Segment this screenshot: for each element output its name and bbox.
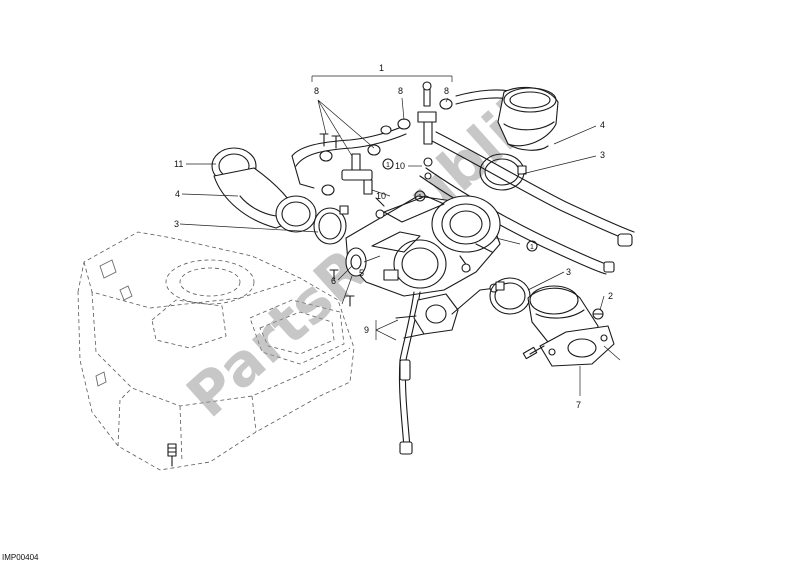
callout-8-b: 8	[398, 86, 403, 96]
fitting-t-upper	[417, 81, 437, 180]
manifold-screw	[592, 308, 604, 320]
intake-manifold	[527, 285, 615, 367]
callout-3-left: 3	[174, 219, 179, 229]
clamp-left	[313, 205, 349, 245]
callout-4-right: 4	[600, 120, 605, 130]
callout-3-upper-right: 3	[600, 150, 605, 160]
callout-7: 7	[576, 400, 581, 410]
callout-6: 6	[331, 276, 336, 286]
temp-sensor	[522, 345, 545, 360]
clamp-upper-right	[479, 153, 527, 191]
circled-1-c: 1	[530, 244, 534, 251]
image-code-label: IMP00404	[2, 553, 39, 562]
callout-9: 9	[364, 325, 369, 335]
callout-8-a: 8	[314, 86, 319, 96]
callout-11: 11	[174, 159, 183, 169]
airbox-outline	[77, 231, 355, 471]
circled-markers: 1 1 1	[382, 158, 538, 252]
callout-labels: 1 2 3 3 3 4 4 5 6 7 8 8 8 9 10 10 11	[174, 63, 613, 410]
callout-2: 2	[608, 291, 613, 301]
callout-5: 5	[359, 268, 364, 278]
callout-8-c: 8	[444, 86, 449, 96]
circled-1-a: 1	[386, 162, 390, 169]
circled-1-b: 1	[418, 194, 422, 201]
idle-actuator	[395, 283, 499, 339]
drain-bolt	[167, 443, 177, 467]
intake-bell-left	[211, 147, 317, 233]
fitting-t-lower	[341, 153, 385, 219]
leader-lines	[179, 75, 621, 396]
callout-10-a: 10	[395, 161, 405, 171]
breather-hose-long	[419, 131, 635, 275]
clamp-lower-right	[489, 277, 531, 315]
throttle-body	[345, 195, 501, 297]
callout-4-left: 4	[175, 189, 180, 199]
bolts	[319, 133, 355, 307]
callout-1: 1	[379, 63, 384, 73]
intake-bell-upper	[497, 86, 559, 151]
callout-3-lower-right: 3	[566, 267, 571, 277]
callout-10-b: 10	[376, 191, 386, 201]
